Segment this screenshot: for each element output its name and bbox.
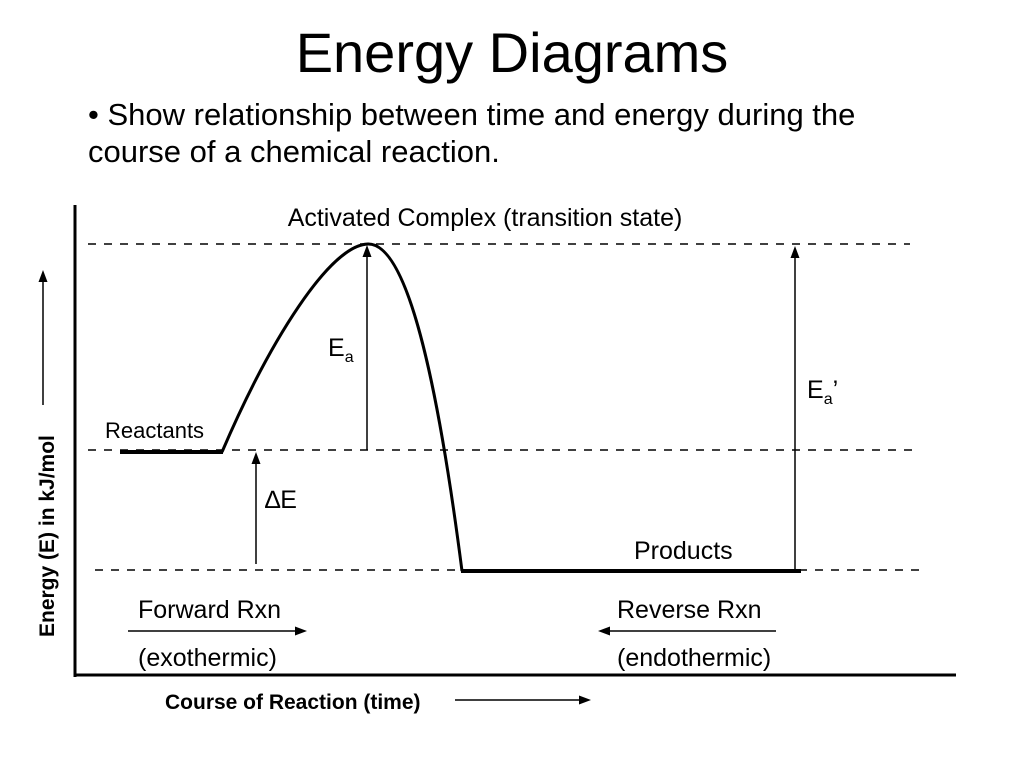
- reverse-activation-energy-prime: ’: [833, 376, 839, 404]
- forward-rxn-type: (exothermic): [138, 644, 277, 672]
- slide-title: Energy Diagrams: [295, 21, 729, 84]
- bullet-text: Show relationship between time and energ…: [88, 97, 856, 169]
- reverse-direction-arrowhead: [598, 626, 610, 636]
- reverse-activation-energy-arrowhead: [790, 246, 800, 258]
- activation-energy-arrowhead: [362, 245, 372, 257]
- activation-energy-subscript: a: [345, 349, 354, 366]
- activation-energy-label: Ea: [328, 334, 354, 366]
- products-label: Products: [634, 537, 733, 565]
- reactants-label: Reactants: [105, 418, 204, 443]
- reverse-activation-energy-label: Ea’: [807, 376, 838, 408]
- bullet-marker: •: [88, 97, 99, 132]
- delta-e-arrowhead: [251, 452, 261, 464]
- reverse-activation-energy-symbol: E: [807, 376, 824, 404]
- reverse-rxn-type: (endothermic): [617, 644, 771, 672]
- forward-rxn-label: Forward Rxn: [138, 596, 281, 624]
- y-axis-label: Energy (E) in kJ/mol: [36, 435, 59, 637]
- reaction-energy-curve: [220, 242, 464, 572]
- x-axis-label-arrowhead: [579, 695, 591, 705]
- x-axis-label: Course of Reaction (time): [165, 691, 421, 714]
- activation-energy-symbol: E: [328, 334, 345, 362]
- slide-bullet: • Show relationship between time and ene…: [88, 96, 893, 170]
- activated-complex-label: Activated Complex (transition state): [288, 204, 683, 232]
- reverse-activation-energy-subscript: a: [824, 391, 833, 408]
- y-axis-label-arrowhead: [38, 270, 48, 282]
- delta-e-label: ∆E: [265, 486, 297, 514]
- reverse-rxn-label: Reverse Rxn: [617, 596, 762, 624]
- forward-direction-arrowhead: [295, 626, 307, 636]
